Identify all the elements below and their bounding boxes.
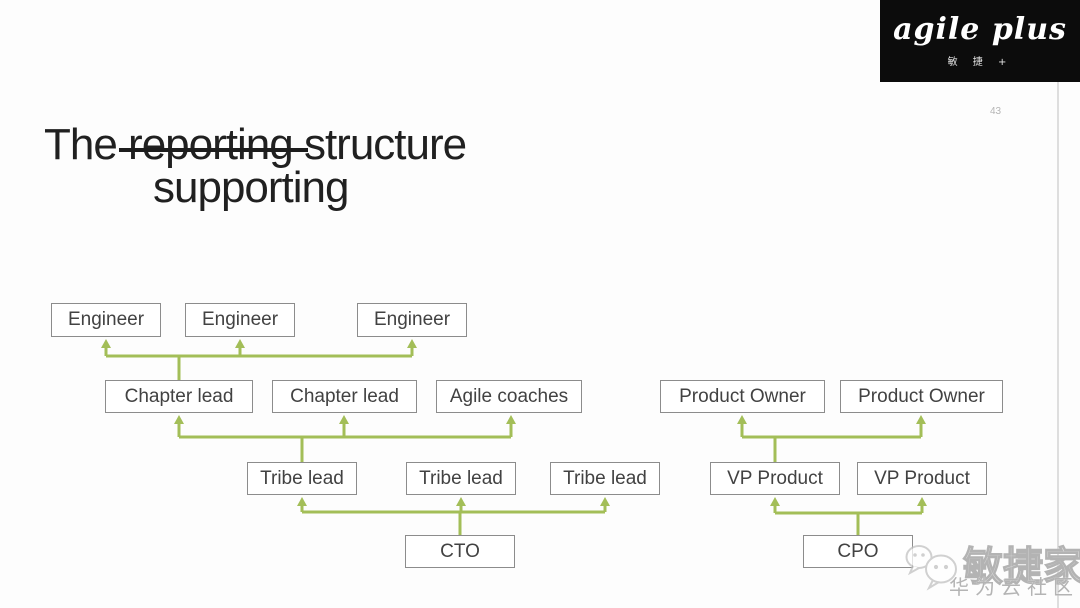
org-box-engineer-3: Engineer [357, 303, 467, 337]
org-box-tribe-lead-2: Tribe lead [406, 462, 516, 495]
logo-subtitle: 敏 捷 + [947, 56, 1013, 68]
org-box-agile-coaches: Agile coaches [436, 380, 582, 413]
connector-from-cpo [773, 505, 924, 535]
arrowhead [297, 497, 307, 506]
connector-from-vp-product-1 [740, 423, 923, 462]
agile-plus-logo: agile plus 敏 捷 + [880, 0, 1080, 82]
connector-from-tribe-lead-1 [177, 423, 513, 462]
page-number: 43 [990, 106, 1002, 117]
org-box-vp-product-1: VP Product [710, 462, 840, 495]
watermark-brand: 敏捷家 [962, 544, 1080, 589]
arrowhead [407, 339, 417, 348]
title-prefix: The [44, 120, 129, 169]
arrowhead [600, 497, 610, 506]
arrowhead [174, 415, 184, 424]
arrowhead [917, 497, 927, 506]
org-box-chapter-lead-2: Chapter lead [272, 380, 417, 413]
org-box-vp-product-2: VP Product [857, 462, 987, 495]
org-box-tribe-lead-1: Tribe lead [247, 462, 357, 495]
connector-from-cto [300, 505, 607, 535]
wechat-icon [905, 545, 957, 591]
connector-from-chapter-lead-1 [104, 347, 414, 380]
arrowhead [737, 415, 747, 424]
arrowhead [456, 497, 466, 506]
arrowhead [506, 415, 516, 424]
title-struck-word: reporting [119, 120, 308, 169]
org-box-product-owner-1: Product Owner [660, 380, 825, 413]
title-suffix: structure [292, 120, 467, 169]
slide-title: The reporting structure [44, 120, 467, 169]
org-box-product-owner-2: Product Owner [840, 380, 1003, 413]
right-edge-rule [1057, 82, 1059, 608]
logo-brand-text: agile plus [893, 11, 1067, 47]
arrowhead [916, 415, 926, 424]
org-box-engineer-2: Engineer [185, 303, 295, 337]
watermark: 敏捷家 华为云社区 [903, 534, 1080, 604]
org-box-chapter-lead-1: Chapter lead [105, 380, 253, 413]
arrowhead [235, 339, 245, 348]
watermark-community: 华为云社区 [949, 577, 1079, 599]
title-replacement-word: supporting [153, 163, 349, 212]
arrowhead [101, 339, 111, 348]
org-box-cto: CTO [405, 535, 515, 568]
org-box-cpo: CPO [803, 535, 913, 568]
arrowhead [339, 415, 349, 424]
org-box-engineer-1: Engineer [51, 303, 161, 337]
arrowhead [770, 497, 780, 506]
org-box-tribe-lead-3: Tribe lead [550, 462, 660, 495]
